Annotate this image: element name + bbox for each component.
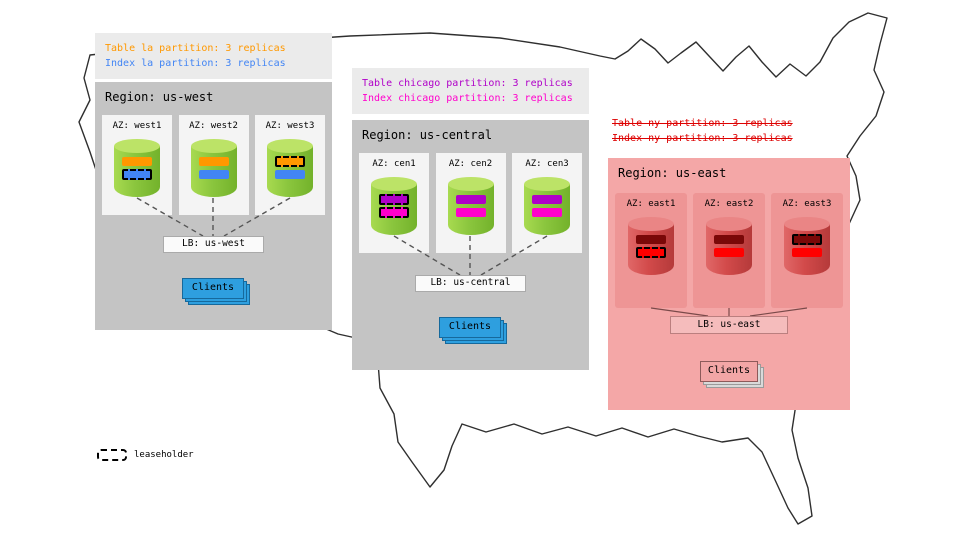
- region-title-us-central: Region: us-central: [362, 128, 493, 142]
- az-label: AZ: cen3: [525, 159, 569, 169]
- table-replica-bar: [455, 195, 486, 204]
- clients-label: Clients: [182, 278, 244, 299]
- az-label: AZ: west2: [189, 121, 238, 131]
- index-replica-bar: [122, 169, 152, 180]
- lb-us-west: LB: us-west: [163, 236, 264, 253]
- az-row-us-west: AZ: west1 AZ: west2 AZ: west3: [102, 115, 325, 215]
- az-label: AZ: cen2: [448, 159, 493, 169]
- database-cylinder: [371, 177, 417, 235]
- table-replica-bar: [636, 235, 666, 244]
- legend-label: leaseholder: [134, 450, 194, 460]
- clients-us-east: Clients: [700, 361, 764, 388]
- database-cylinder: [190, 139, 237, 197]
- note-line-index-la: Index la partition: 3 replicas: [105, 58, 286, 69]
- database-cylinder: [114, 139, 160, 197]
- note-us-east: Table ny partition: 3 replicas Index ny …: [612, 116, 793, 146]
- cylinder-top: [114, 139, 160, 153]
- database-cylinder: [706, 217, 752, 275]
- cylinder-top: [706, 217, 752, 231]
- cylinder-top: [784, 217, 830, 231]
- table-replica-bar: [122, 157, 152, 166]
- lb-us-central: LB: us-central: [415, 275, 526, 292]
- az-row-us-central: AZ: cen1 AZ: cen2 AZ: cen3: [359, 153, 582, 253]
- lb-us-east: LB: us-east: [670, 316, 788, 334]
- note-us-west: Table la partition: 3 replicas Index la …: [95, 33, 332, 79]
- note-line-index-ny: Index ny partition: 3 replicas: [612, 133, 793, 144]
- note-us-central: Table chicago partition: 3 replicas Inde…: [352, 68, 589, 114]
- az-box-west2: AZ: west2: [178, 115, 249, 215]
- region-title-us-east: Region: us-east: [618, 166, 727, 180]
- note-line-table-la: Table la partition: 3 replicas: [105, 43, 286, 54]
- index-replica-bar: [198, 170, 229, 179]
- clients-label: Clients: [700, 361, 758, 382]
- leaseholder-swatch-icon: [97, 449, 127, 461]
- database-cylinder: [447, 177, 494, 235]
- az-label: AZ: east2: [704, 199, 754, 209]
- database-cylinder: [628, 217, 674, 275]
- az-label: AZ: west3: [265, 121, 315, 131]
- cylinder-top: [371, 177, 417, 191]
- cylinder-top: [447, 177, 494, 191]
- cylinder-top: [190, 139, 237, 153]
- az-box-west3: AZ: west3: [255, 115, 325, 215]
- database-cylinder: [784, 217, 830, 275]
- index-replica-bar: [379, 207, 409, 218]
- region-us-west: Region: us-west AZ: west1 AZ: west2 AZ: …: [95, 82, 332, 330]
- clients-label: Clients: [439, 317, 501, 338]
- table-replica-bar: [792, 234, 822, 245]
- az-label: AZ: east1: [626, 199, 676, 209]
- az-row-us-east: AZ: east1 AZ: east2 AZ: east3: [615, 193, 843, 308]
- index-replica-bar: [532, 208, 562, 217]
- region-title-us-west: Region: us-west: [105, 90, 214, 104]
- az-box-west1: AZ: west1: [102, 115, 172, 215]
- table-replica-bar: [379, 194, 409, 205]
- index-replica-bar: [792, 248, 822, 257]
- index-replica-bar: [714, 248, 744, 257]
- note-line-table-chicago: Table chicago partition: 3 replicas: [362, 78, 573, 89]
- cylinder-top: [267, 139, 313, 153]
- cylinder-top: [628, 217, 674, 231]
- note-line-index-chicago: Index chicago partition: 3 replicas: [362, 93, 573, 104]
- database-cylinder: [524, 177, 570, 235]
- az-box-cen3: AZ: cen3: [512, 153, 582, 253]
- az-box-east2: AZ: east2: [693, 193, 765, 308]
- region-us-central: Region: us-central AZ: cen1 AZ: cen2 AZ:…: [352, 120, 589, 370]
- az-box-cen1: AZ: cen1: [359, 153, 429, 253]
- region-us-east: Region: us-east AZ: east1 AZ: east2 AZ: …: [608, 158, 850, 410]
- index-replica-bar: [455, 208, 486, 217]
- legend-leaseholder: leaseholder: [97, 449, 194, 461]
- database-cylinder: [267, 139, 313, 197]
- az-box-cen2: AZ: cen2: [435, 153, 506, 253]
- table-replica-bar: [532, 195, 562, 204]
- clients-us-central: Clients: [439, 317, 507, 344]
- az-label: AZ: east3: [782, 199, 832, 209]
- index-replica-bar: [636, 247, 666, 258]
- index-replica-bar: [275, 170, 305, 179]
- table-replica-bar: [714, 235, 744, 244]
- az-label: AZ: cen1: [372, 159, 416, 169]
- note-line-table-ny: Table ny partition: 3 replicas: [612, 118, 793, 129]
- az-box-east1: AZ: east1: [615, 193, 687, 308]
- cylinder-top: [524, 177, 570, 191]
- az-label: AZ: west1: [112, 121, 162, 131]
- az-box-east3: AZ: east3: [771, 193, 843, 308]
- table-replica-bar: [275, 156, 305, 167]
- table-replica-bar: [198, 157, 229, 166]
- clients-us-west: Clients: [182, 278, 250, 305]
